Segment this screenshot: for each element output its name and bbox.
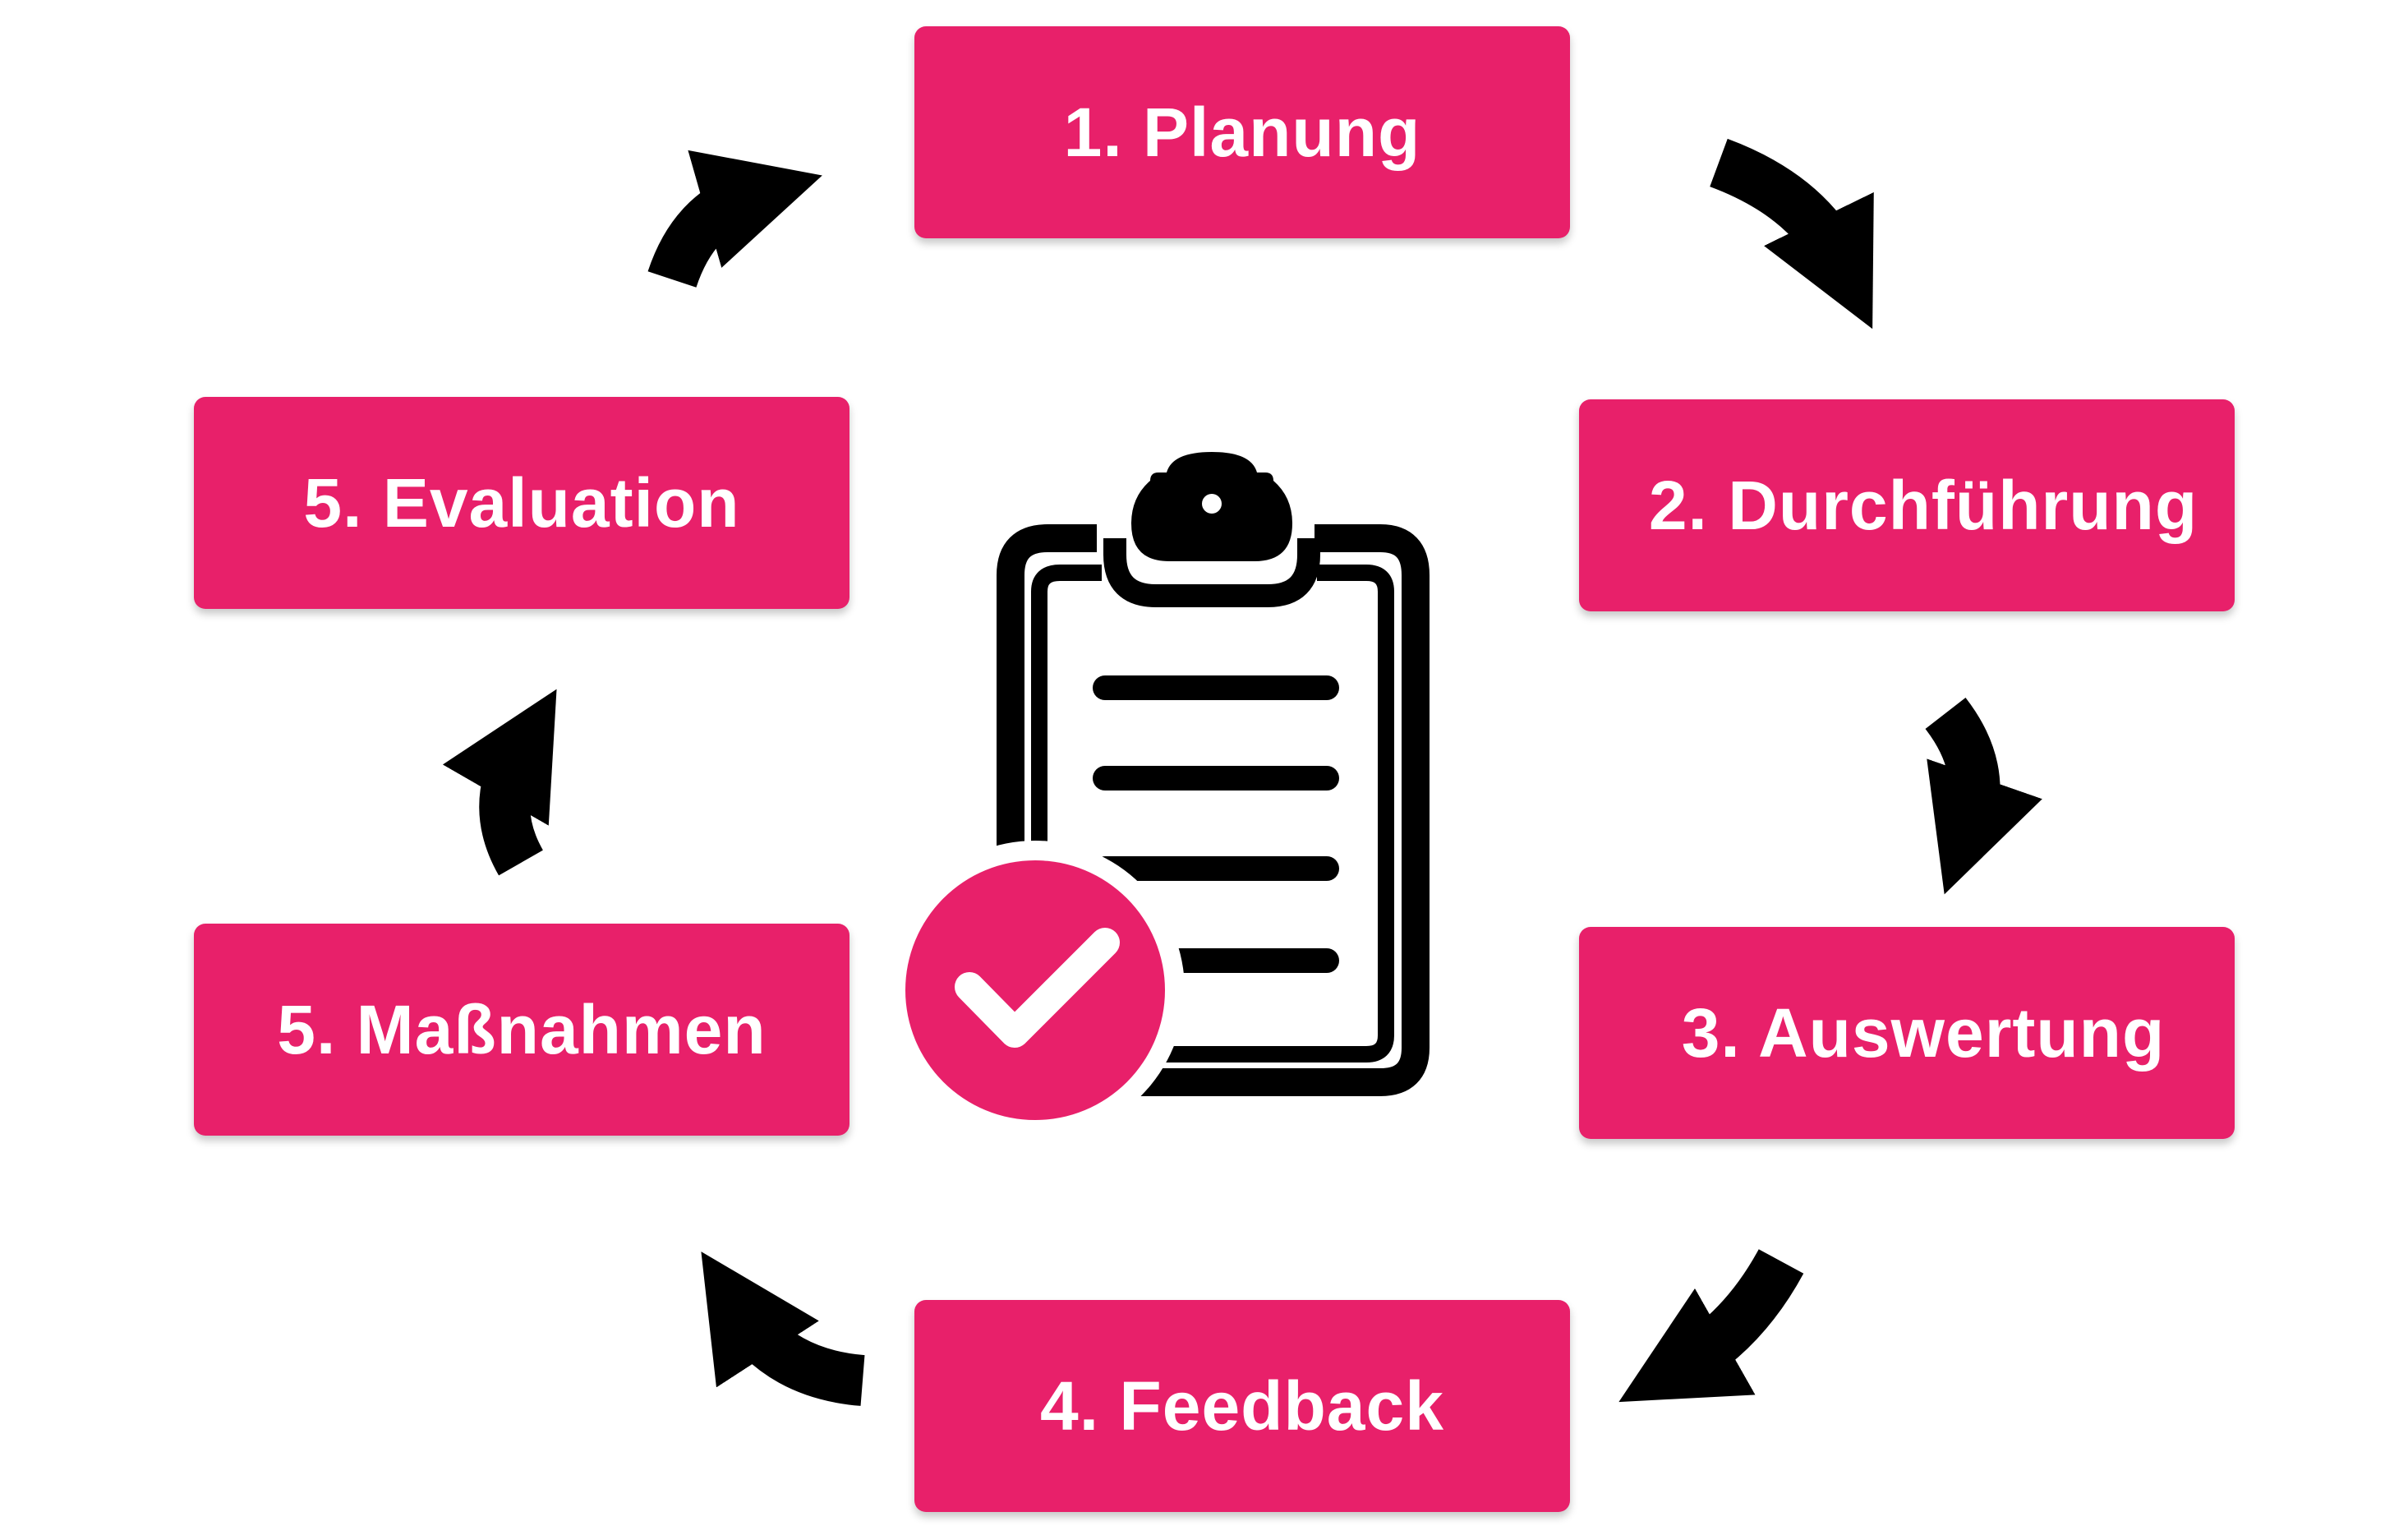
step-box-feedback: 4. Feedback [914,1300,1570,1512]
step-label-massnahmen: 5. Maßnahmen [277,990,767,1068]
curved-arrow-icon-3-4 [1618,1248,1804,1403]
step-label-planung: 1. Planung [1063,93,1421,171]
step-label-evaluation: 5. Evaluation [303,463,740,542]
step-box-massnahmen: 5. Maßnahmen [194,924,849,1136]
clipboard-check-icon [886,452,1430,1140]
step-label-auswertung: 3. Auswertung [1681,993,2166,1072]
curved-arrow-icon-2-3 [1925,698,2042,895]
curved-arrow-icon-6-1 [647,150,822,288]
step-box-auswertung: 3. Auswertung [1579,927,2235,1139]
step-label-durchfuehrung: 2. Durchführung [1648,466,2199,544]
step-label-feedback: 4. Feedback [1040,1367,1444,1445]
curved-arrow-icon-1-2 [1709,138,1874,330]
checkmark-icon [955,928,1120,1048]
step-box-planung: 1. Planung [914,26,1570,238]
check-badge [905,860,1165,1120]
curved-arrow-icon-4-5 [701,1252,866,1406]
step-box-durchfuehrung: 2. Durchführung [1579,399,2235,611]
curved-arrow-icon-5-6 [442,689,557,876]
step-box-evaluation: 5. Evaluation [194,397,849,609]
